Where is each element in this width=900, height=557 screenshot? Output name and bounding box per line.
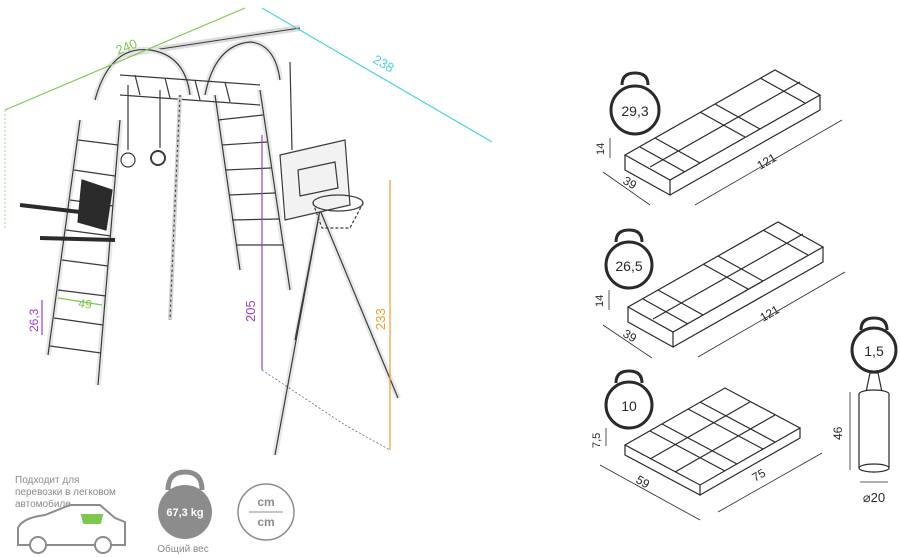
unit-bottom: cm: [257, 515, 274, 529]
punching-bag-diameter: ⌀20: [863, 490, 885, 505]
punching-bag-height: 46: [831, 426, 845, 440]
package-2-weight-icon: 26,5: [604, 228, 654, 290]
hoop-height-label: 205: [243, 300, 258, 322]
hoop-height-dimension: 205: [243, 135, 346, 426]
rung-dimensions: 26,3 49: [27, 296, 103, 335]
depth-label: 238: [371, 52, 397, 76]
total-weight-icon: 67,3 kg: [158, 469, 212, 539]
rung-width-label: 49: [78, 296, 93, 312]
package-1: 29,3 14 39 121: [595, 69, 843, 206]
package-3-box: [623, 387, 802, 496]
package-3-height: 7,5: [591, 433, 603, 448]
package-1-length: 121: [755, 150, 780, 172]
package-3-weight-icon: 10: [604, 369, 654, 430]
package-2-box: [626, 221, 825, 349]
package-2-length: 121: [758, 302, 783, 324]
units-icon: cm cm: [237, 483, 295, 541]
package-3: 10 7,5 59 75: [591, 369, 823, 521]
punching-bag-weight: 1,5: [864, 343, 884, 359]
package-3-weight: 10: [621, 398, 637, 414]
package-2-width: 39: [621, 326, 640, 345]
car-note-line1: Подходит для: [15, 475, 79, 486]
unit-top: cm: [257, 495, 274, 509]
package-2-weight: 26,5: [615, 258, 642, 274]
depth-dimension: 238: [261, 7, 493, 143]
package-2-height: 14: [594, 295, 606, 307]
total-height-label: 233: [373, 308, 388, 330]
package-1-weight-icon: 29,3: [609, 71, 661, 136]
total-weight: 67,3 kg: [166, 507, 203, 519]
package-1-width: 39: [621, 173, 640, 192]
total-weight-caption: Общий вес: [157, 543, 208, 555]
package-1-box: [623, 69, 822, 197]
car-icon: [17, 504, 126, 554]
package-1-weight: 29,3: [621, 103, 648, 119]
punching-bag-weight-icon: 1,5: [850, 316, 898, 374]
package-2: 26,5 14 39 121: [594, 221, 846, 359]
sport-complex-illustration: [19, 25, 401, 456]
total-height-dimension: 233: [344, 180, 391, 451]
package-3-width: 59: [634, 472, 653, 491]
rung-height-label: 26,3: [27, 308, 41, 332]
package-3-length: 75: [750, 466, 769, 485]
car-note-line2: перевозки в легковом: [15, 487, 116, 498]
punching-bag-body: [858, 372, 890, 473]
car-note-line3: автомобиле: [15, 498, 71, 510]
punching-bag: 1,5 46 ⌀20: [831, 316, 898, 505]
package-1-height: 14: [595, 143, 607, 155]
